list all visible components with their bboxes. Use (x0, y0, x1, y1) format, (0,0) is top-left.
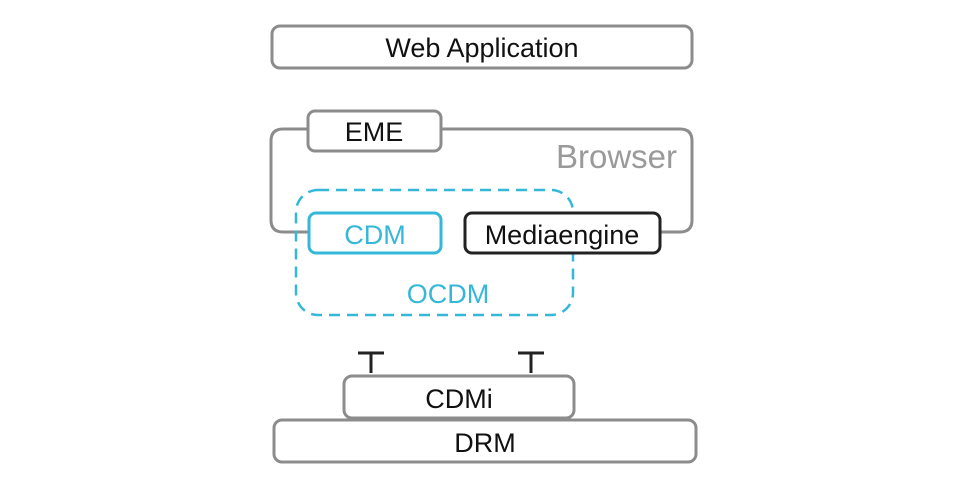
mediaengine-box (463, 211, 662, 255)
cdmi-box (342, 374, 576, 420)
cdmi-label: CDMi (425, 384, 493, 414)
web-application-box (270, 24, 694, 70)
web-application-label: Web Application (385, 33, 578, 63)
ocdm-block: OCDM (294, 188, 575, 317)
eme-label: EME (345, 117, 404, 147)
web-application-block: Web Application (270, 24, 694, 70)
drm-label: DRM (454, 428, 516, 458)
eme-block: EME (306, 109, 443, 153)
eme-box (306, 109, 443, 153)
interface-connector-right (518, 351, 544, 373)
cdmi-block: CDMi (342, 374, 576, 420)
mediaengine-block: Mediaengine (463, 211, 662, 255)
mediaengine-label: Mediaengine (485, 220, 640, 250)
cdm-block: CDM (307, 211, 443, 255)
drm-box (272, 418, 698, 464)
browser-block: Browser (269, 127, 694, 234)
cdm-box (307, 211, 443, 255)
interface-connector-left (358, 351, 384, 373)
browser-label: Browser (556, 138, 677, 175)
cdm-label: CDM (344, 220, 406, 250)
ocdm-label: OCDM (407, 279, 490, 309)
drm-block: DRM (272, 418, 698, 464)
browser-outline (269, 127, 694, 234)
